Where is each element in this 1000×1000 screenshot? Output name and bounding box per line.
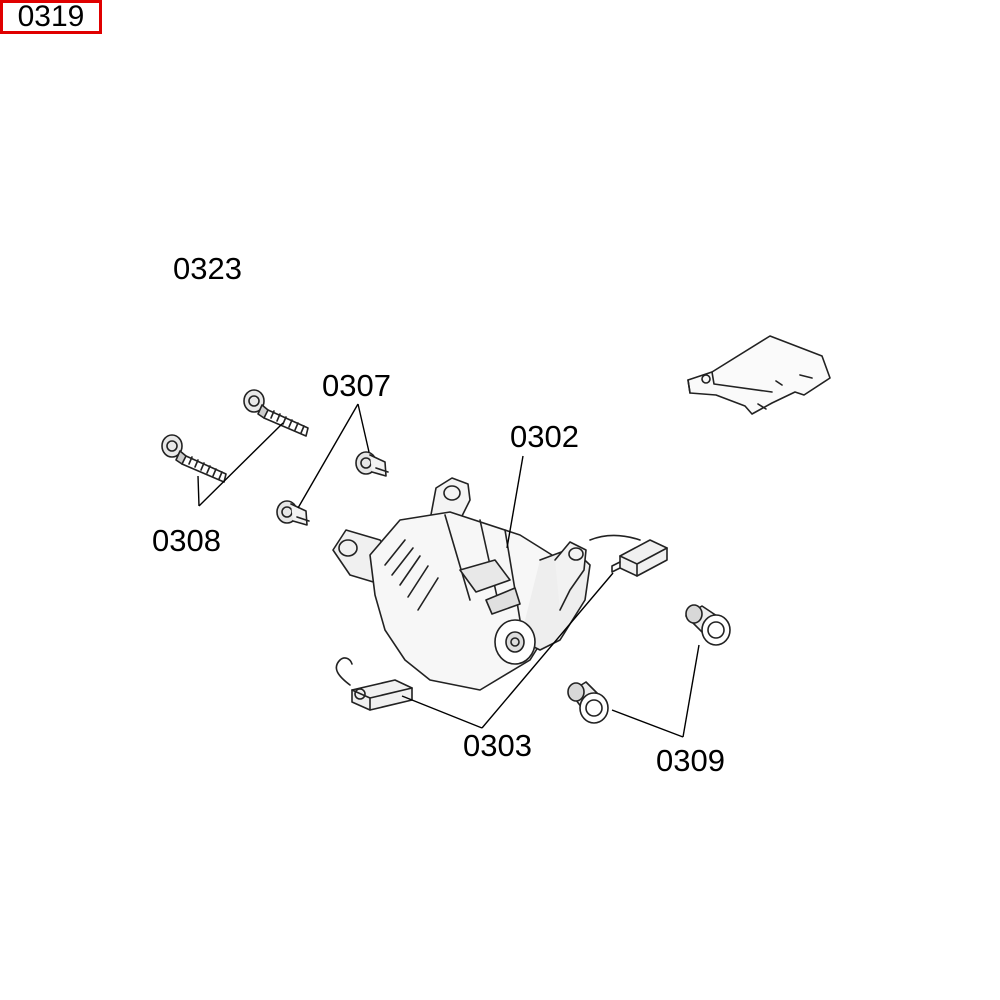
highlighted-part-label-0319[interactable]: 0319 [0,0,102,34]
bracket-plate-0319 [687,335,831,415]
screw-lower-0308 [161,434,227,483]
part-label-0308: 0308 [152,523,221,558]
spacer-upper-0309 [685,604,731,646]
part-label-0309: 0309 [656,743,725,778]
bushing-upper-0307 [355,451,389,477]
part-label-0323: 0323 [173,251,242,286]
part-label-0302: 0302 [510,419,579,454]
part-label-0307: 0307 [322,368,391,403]
carbon-brush-left-0303 [335,657,413,711]
bushing-lower-0307 [276,500,310,526]
part-label-0303: 0303 [463,728,532,763]
spacer-lower-0309 [567,681,609,724]
part-label-0319-text: 0319 [17,0,85,33]
motor-0302 [332,477,641,691]
screw-upper-0308 [243,389,309,437]
carbon-brush-right-0303 [611,539,668,577]
